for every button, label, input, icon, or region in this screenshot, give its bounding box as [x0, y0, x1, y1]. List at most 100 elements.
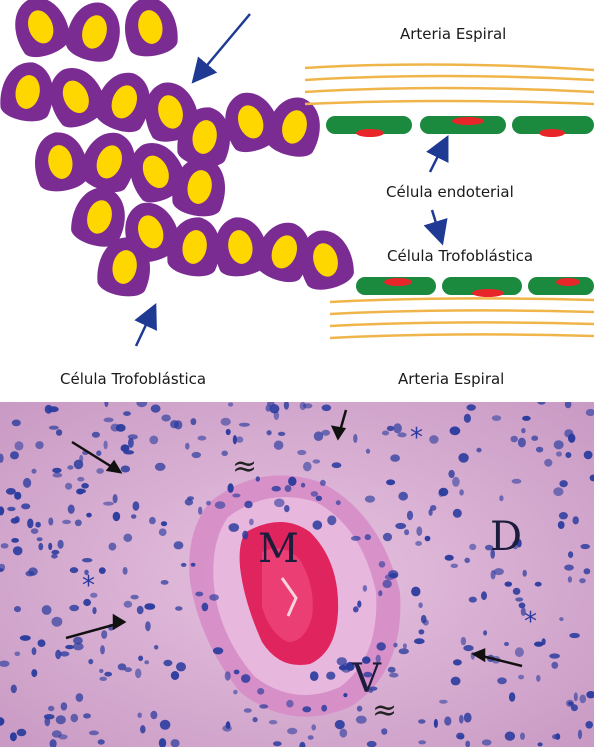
- cell-nucleus: [236, 436, 243, 442]
- cell-nucleus: [104, 441, 108, 450]
- cell-nucleus: [505, 732, 515, 741]
- cell-nucleus: [159, 528, 167, 536]
- cell-nucleus: [228, 483, 234, 493]
- cell-nucleus: [116, 424, 126, 432]
- cell-nucleus: [459, 489, 464, 495]
- cell-nucleus: [128, 438, 134, 448]
- cell-nucleus: [161, 521, 167, 526]
- cell-nucleus: [133, 501, 140, 510]
- label-endothelial-cell: Célula endoterial: [386, 183, 514, 201]
- cell-nucleus: [65, 645, 74, 649]
- cell-nucleus: [233, 435, 237, 444]
- cell-nucleus: [209, 594, 219, 601]
- cell-nucleus: [469, 544, 476, 550]
- cell-nucleus: [228, 402, 233, 406]
- cell-nucleus: [554, 440, 564, 449]
- cell-nucleus: [544, 459, 552, 467]
- cell-nucleus: [191, 418, 197, 425]
- cell-nucleus: [463, 645, 473, 651]
- cell-nucleus: [140, 725, 146, 733]
- cell-nucleus: [48, 518, 53, 526]
- cell-nucleus: [10, 732, 17, 741]
- cell-nucleus: [351, 536, 361, 541]
- cell-nucleus: [206, 501, 211, 506]
- cell-nucleus: [123, 534, 132, 542]
- cell-nucleus: [257, 688, 264, 695]
- cell-nucleus: [494, 568, 504, 575]
- cell-nucleus: [181, 563, 187, 567]
- cell-nucleus: [23, 478, 31, 488]
- cell-nucleus: [450, 426, 461, 435]
- cell-nucleus: [51, 550, 59, 555]
- cell-nucleus: [99, 669, 103, 673]
- cell-nucleus: [124, 601, 133, 608]
- cell-nucleus: [444, 716, 451, 725]
- cell-nucleus: [332, 462, 342, 468]
- cell-nucleus: [225, 671, 231, 680]
- cell-nucleus: [297, 450, 306, 455]
- cell-nucleus: [244, 708, 252, 713]
- cell-nucleus: [170, 420, 179, 428]
- cell-nucleus: [365, 496, 375, 503]
- arrow-to-endothelium: [430, 144, 444, 172]
- cell-nucleus: [287, 728, 297, 735]
- trophoblast-cell: [0, 58, 58, 125]
- cell-nucleus: [239, 423, 250, 427]
- cell-nucleus: [379, 561, 386, 568]
- cell-nucleus: [461, 637, 466, 645]
- cell-nucleus: [274, 499, 285, 508]
- endothelium-lower: [356, 277, 594, 297]
- cell-nucleus: [62, 520, 71, 524]
- cell-nucleus: [458, 453, 468, 463]
- cell-nucleus: [131, 514, 136, 519]
- cell-nucleus: [244, 501, 252, 509]
- cell-nucleus: [35, 441, 43, 449]
- cell-nucleus: [53, 473, 63, 478]
- cell-nucleus: [104, 672, 112, 677]
- cell-nucleus: [522, 416, 531, 421]
- cell-nucleus: [303, 403, 313, 408]
- cell-nucleus: [1, 543, 9, 548]
- cell-nucleus: [322, 430, 331, 436]
- cell-nucleus: [464, 713, 472, 723]
- cell-nucleus: [559, 480, 567, 487]
- cell-nucleus: [21, 503, 30, 509]
- cell-nucleus: [313, 459, 321, 463]
- cell-nucleus: [61, 702, 68, 710]
- cell-nucleus: [469, 597, 477, 603]
- label-tilde-1: ≈: [232, 449, 257, 484]
- cell-nucleus: [7, 507, 15, 511]
- cell-nucleus: [556, 451, 562, 456]
- cell-nucleus: [74, 460, 84, 470]
- cell-nucleus: [310, 671, 319, 681]
- cell-nucleus: [32, 469, 37, 474]
- cell-nucleus: [48, 543, 52, 550]
- cell-nucleus: [123, 450, 134, 454]
- cell-nucleus: [144, 603, 155, 610]
- cell-nucleus: [407, 511, 413, 521]
- cell-nucleus: [482, 739, 492, 745]
- cell-nucleus: [215, 501, 226, 509]
- cell-nucleus: [335, 720, 345, 729]
- cell-nucleus: [343, 693, 347, 697]
- cell-nucleus: [269, 720, 278, 724]
- cell-nucleus: [390, 454, 400, 461]
- cell-nucleus: [356, 716, 367, 724]
- cell-nucleus: [552, 734, 559, 739]
- cell-nucleus: [509, 692, 515, 702]
- cell-nucleus: [520, 733, 525, 740]
- cell-nucleus: [273, 741, 282, 746]
- cell-nucleus: [452, 477, 460, 487]
- cell-nucleus: [154, 645, 158, 650]
- cell-nucleus: [187, 496, 194, 500]
- cell-nucleus: [316, 496, 322, 501]
- cell-nucleus: [504, 642, 509, 646]
- cell-nucleus: [42, 605, 52, 615]
- cell-nucleus: [6, 488, 16, 495]
- cell-nucleus: [476, 448, 481, 453]
- cell-nucleus: [451, 677, 461, 686]
- cell-nucleus: [585, 721, 593, 729]
- cell-nucleus: [195, 592, 203, 597]
- cell-nucleus: [37, 537, 43, 541]
- cell-nucleus: [288, 477, 296, 486]
